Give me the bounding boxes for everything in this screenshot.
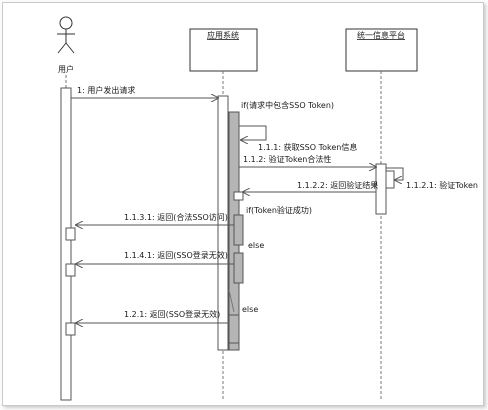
message-label-1-1-4-1: 1.1.4.1: 返回(SSO登录无效) <box>124 250 228 260</box>
message-arrow-1-1-2-1 <box>386 167 404 180</box>
condition-label-3: else <box>248 241 264 250</box>
condition-label-2: if(Token验证成功) <box>246 205 312 215</box>
message-label-1-1-1: 1.1.1: 获取SSO Token信息 <box>258 142 357 152</box>
activation-platform <box>375 163 387 215</box>
condition-label-1: if(请求中包含SSO Token) <box>241 100 334 110</box>
activation-user-return1 <box>65 227 76 241</box>
actor-user: 用户 <box>57 16 75 74</box>
activation-app-branch2 <box>233 252 244 284</box>
message-arrow-1-1-1 <box>239 125 267 140</box>
lifeline-box-platform: 统一信息平台 <box>345 28 418 72</box>
activation-user-return2 <box>65 263 76 277</box>
activation-app-return <box>233 191 244 201</box>
message-label-1-2-1: 1.2.1: 返回(SSO登录无效) <box>124 309 220 319</box>
lifeline-app-label: 应用系统 <box>207 30 239 40</box>
condition-label-4: else <box>242 305 258 314</box>
activation-user-return3 <box>65 322 76 336</box>
lifeline-platform-label: 统一信息平台 <box>357 30 405 40</box>
message-label-1-1-2-2: 1.1.2.2: 返回验证结果 <box>297 180 378 190</box>
activation-app-branch1 <box>233 214 244 246</box>
activation-platform-nested <box>385 170 395 189</box>
message-label-1-1-3-1: 1.1.3.1: 返回(合法SSO访问) <box>124 212 228 222</box>
branch-connector <box>228 289 235 313</box>
activation-app <box>217 95 229 351</box>
lifeline-box-app: 应用系统 <box>189 28 258 72</box>
message-label-1-1-2: 1.1.2: 验证Token合法性 <box>243 154 331 164</box>
activation-user <box>60 87 72 401</box>
actor-head <box>59 16 73 30</box>
message-label-1: 1: 用户发出请求 <box>77 85 135 95</box>
message-label-1-1-2-1: 1.1.2.1: 验证Token <box>406 180 478 190</box>
actor-user-label: 用户 <box>58 64 74 74</box>
activation-app-branch3 <box>228 314 240 344</box>
